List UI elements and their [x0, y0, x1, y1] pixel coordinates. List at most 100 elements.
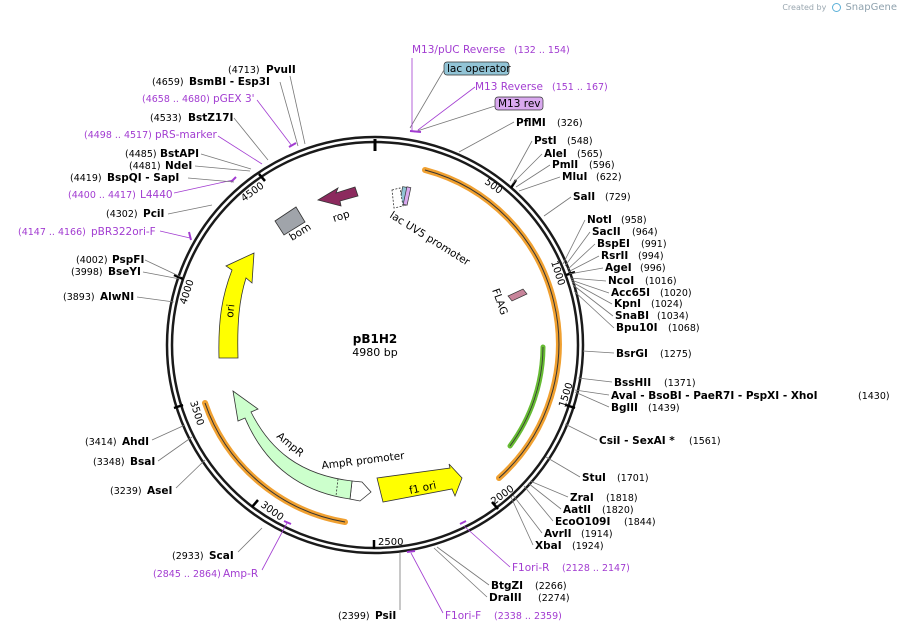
site-asei[interactable]: (3239) AseI [110, 459, 206, 497]
site-sali[interactable]: SalI (729) [543, 191, 631, 217]
site-btgzi[interactable]: BtgZI (2266) [436, 546, 567, 592]
site-position: (2933) [172, 551, 204, 562]
site-bspqi-sapi[interactable]: (4419) BspQI - SapI [70, 172, 235, 184]
feature-m13-rev[interactable] [402, 186, 412, 206]
lac-operator-label[interactable]: lac operator [409, 61, 511, 129]
site-position: (4419) [70, 173, 102, 184]
site-bstapi[interactable]: (4485) BstAPI [125, 148, 252, 170]
site-kpni[interactable]: KpnI (1024) [571, 281, 683, 310]
site-agei[interactable]: AgeI (996) [568, 262, 666, 275]
site-stui[interactable]: StuI (1701) [545, 456, 649, 484]
primer-l4440[interactable]: (4400 .. 4417) L4440 [68, 176, 237, 201]
site-pmli[interactable]: PmlI (596) [515, 159, 615, 188]
primer-prs-marker[interactable]: (4498 .. 4517) pRS-marker [84, 129, 263, 165]
primer-pgex-3[interactable]: (4658 .. 4680) pGEX 3' [142, 93, 297, 148]
site-position: (4481) [129, 161, 161, 172]
site-bspei[interactable]: BspEI (991) [566, 238, 667, 271]
site-name: SalI [573, 191, 595, 203]
feature-label: rop [331, 208, 351, 225]
site-position: (1701) [617, 473, 649, 484]
site-name: SnaBI [615, 310, 649, 322]
site-ndei[interactable]: (4481) NdeI [129, 160, 251, 172]
primer-range: (2845 .. 2864) [153, 569, 221, 580]
site-bglii[interactable]: BglII (1439) [574, 391, 680, 414]
site-name: BsaI [130, 456, 155, 468]
site-ahdi[interactable]: (3414) AhdI [85, 424, 186, 448]
feature-f1-ori[interactable]: f1 ori [376, 463, 463, 503]
tick-label: 2500 [378, 537, 403, 548]
site-position: (3998) [71, 267, 103, 278]
feature-ori[interactable]: ori [218, 252, 255, 359]
plasmid-name: pB1H2 [353, 332, 397, 346]
site-position: (1275) [660, 349, 692, 360]
m13-rev-label[interactable]: M13 rev [413, 96, 544, 133]
site-rsrii[interactable]: RsrII (994) [567, 250, 664, 273]
site-position: (622) [596, 172, 622, 183]
site-pflmi[interactable]: PflMI (326) [458, 117, 583, 153]
site-name: NotI [587, 214, 612, 226]
site-pcii[interactable]: (4302) PciI [106, 204, 213, 220]
site-bsmbi-esp3i[interactable]: (4659) BsmBI - Esp3I [152, 76, 299, 147]
feature-rop[interactable]: rop [316, 186, 359, 225]
feature-ampr[interactable]: AmpR [232, 390, 353, 500]
site-bsrgi[interactable]: BsrGI (1275) [582, 348, 692, 360]
site-position: (326) [557, 118, 583, 129]
site-pvuii[interactable]: (4713) PvuII [228, 64, 306, 145]
site-name: PspFI [112, 254, 144, 266]
site-position: (1068) [668, 323, 700, 334]
site-name: NcoI [608, 275, 634, 287]
site-position: (958) [621, 215, 647, 226]
site-xbai[interactable]: XbaI (1924) [510, 496, 604, 552]
site-zrai[interactable]: ZraI (1818) [529, 480, 638, 504]
site-draiii[interactable]: DraIII (2274) [433, 547, 570, 604]
feature-bom[interactable]: bom [274, 206, 313, 244]
site-csii-sexai[interactable]: CsiI - SexAI * (1561) [564, 423, 721, 447]
site-position: (1371) [664, 378, 696, 389]
primer-range: (132 .. 154) [514, 45, 570, 56]
site-sacii[interactable]: SacII (964) [564, 226, 658, 267]
site-ncoi[interactable]: NcoI (1016) [569, 275, 677, 287]
primer-m13-reverse[interactable]: M13 Reverse (151 .. 167) [417, 81, 608, 131]
site-snabi[interactable]: SnaBI (1034) [572, 284, 689, 322]
primer-name: F1ori-R [512, 562, 549, 574]
site-scai[interactable]: (2933) ScaI [172, 527, 263, 562]
primer-pbr322ori-f[interactable]: (4147 .. 4166) pBR322ori-F [18, 226, 192, 241]
site-alei[interactable]: AleI (565) [511, 148, 603, 185]
primer-f1ori-f[interactable]: F1ori-F (2338 .. 2359) [406, 550, 562, 622]
site-position: (2399) [338, 611, 370, 622]
site-alwni[interactable]: (3893) AlwNI [63, 291, 175, 303]
primer-amp-r[interactable]: (2845 .. 2864) Amp-R [153, 520, 292, 580]
site-bsai[interactable]: (3348) BsaI [93, 436, 193, 468]
site-noti[interactable]: NotI (958) [562, 214, 647, 265]
site-bstz17i[interactable]: (4533) BstZ17I [150, 112, 269, 161]
site-bseyi[interactable]: (3998) BseYI [71, 266, 181, 280]
site-eco0109i[interactable]: EcoO109I (1844) [523, 485, 656, 528]
site-mlui[interactable]: MluI (622) [518, 171, 622, 192]
site-position: (3893) [63, 292, 95, 303]
tick-mark [251, 499, 259, 508]
site-pspfi[interactable]: (4002) PspFI [76, 254, 182, 278]
site-avai-group[interactable]: AvaI - BsoBI - PaeR7I - PspXI - XhoI (14… [574, 389, 890, 402]
site-name: KpnI [614, 298, 641, 310]
plasmid-length: 4980 bp [352, 346, 397, 359]
tick-mark [565, 403, 576, 410]
site-aatii[interactable]: AatII (1820) [527, 482, 634, 516]
site-position: (994) [638, 251, 664, 262]
site-name: BsmBI - Esp3I [189, 76, 270, 88]
site-acc65i[interactable]: Acc65I (1020) [570, 279, 692, 299]
site-psti[interactable]: PstI (548) [509, 135, 593, 182]
site-psii[interactable]: (2399) PsiI [338, 553, 401, 622]
site-bpu10i[interactable]: Bpu10I (1068) [573, 290, 700, 334]
primer-range: (4400 .. 4417) [68, 190, 136, 201]
feature-lac-uv5-promoter[interactable]: lac UV5 promoter [387, 187, 472, 269]
credit-prefix: Created by [782, 3, 827, 12]
primer-f1ori-r[interactable]: F1ori-R (2128 .. 2147) [459, 520, 630, 574]
site-avrii[interactable]: AvrII (1914) [512, 494, 613, 540]
primer-m13-puc-reverse[interactable]: M13/pUC Reverse (132 .. 154) [409, 44, 570, 133]
site-position: (964) [632, 227, 658, 238]
site-position: (596) [589, 160, 615, 171]
tick-mark [491, 501, 499, 510]
site-name: NdeI [165, 160, 192, 172]
feature-flag[interactable]: FLAG [489, 287, 528, 317]
site-bsshii[interactable]: BssHII (1371) [577, 377, 696, 389]
